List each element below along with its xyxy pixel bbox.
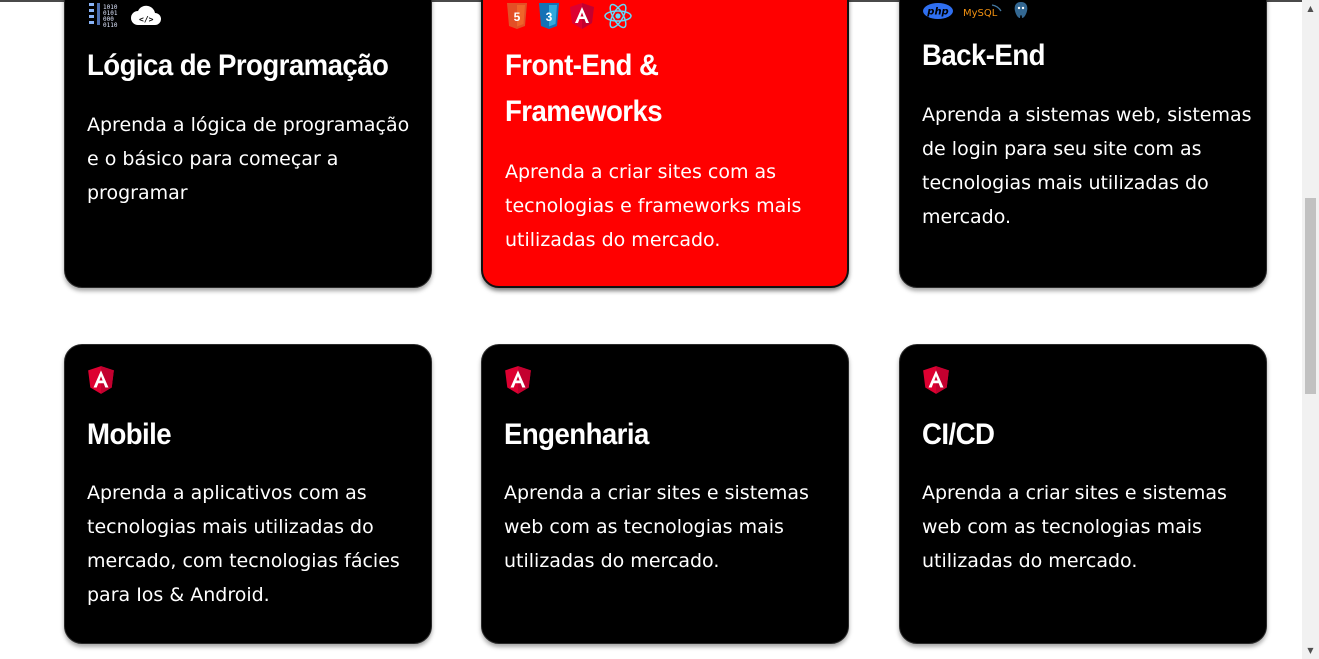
card-icons: php MySQL [922, 1, 1030, 21]
svg-text:000: 000 [103, 16, 114, 23]
card-ci-cd[interactable]: CI/CD Aprenda a criar sites e sistemas w… [899, 344, 1267, 644]
svg-text:0110: 0110 [103, 22, 118, 29]
card-icons [922, 365, 950, 395]
card-description: Aprenda a criar sites com as tecnologias… [505, 161, 802, 251]
card-icons [87, 365, 115, 395]
react-icon [603, 2, 633, 30]
postgresql-icon [1012, 1, 1030, 21]
card-mobile[interactable]: Mobile Aprenda a aplicativos com as tecn… [64, 344, 432, 644]
scroll-up-arrow-icon[interactable]: ▲ [1307, 4, 1314, 13]
card-engenharia[interactable]: Engenharia Aprenda a criar sites e siste… [481, 344, 849, 644]
card-description: Aprenda a criar sites e sistemas web com… [504, 482, 809, 572]
card-icons: 1010 0101 000 0110 </> [87, 1, 163, 31]
svg-text:php: php [926, 7, 948, 18]
scroll-down-arrow-icon[interactable]: ▼ [1307, 646, 1314, 655]
php-icon: php [922, 2, 954, 20]
html5-icon: 5 [505, 2, 529, 30]
svg-text:5: 5 [514, 10, 521, 24]
mysql-icon: MySQL [962, 2, 1004, 20]
card-title: Mobile [87, 418, 172, 451]
angular-icon [504, 365, 532, 395]
card-logica-programacao[interactable]: 1010 0101 000 0110 </> Lógica de Program… [64, 0, 432, 288]
card-back-end[interactable]: php MySQL Back-End Aprenda a sistemas we… [899, 0, 1267, 288]
card-description: Aprenda a sistemas web, sistemas de logi… [922, 104, 1252, 228]
card-description: Aprenda a lógica de programação e o bási… [87, 114, 410, 204]
css3-icon: 3 [537, 2, 561, 30]
card-description: Aprenda a criar sites e sistemas web com… [922, 482, 1227, 572]
svg-text:MySQL: MySQL [963, 8, 998, 19]
svg-text:1010: 1010 [103, 4, 118, 11]
angular-icon [922, 365, 950, 395]
card-title: Lógica de Programação [87, 49, 389, 82]
card-front-end-frameworks[interactable]: 5 3 [481, 0, 849, 288]
scrollbar-thumb[interactable] [1305, 198, 1316, 394]
svg-text:</>: </> [139, 15, 154, 24]
binary-code-icon: 1010 0101 000 0110 [87, 1, 121, 31]
card-title: Back-End [922, 39, 1045, 72]
card-title: Engenharia [504, 418, 649, 451]
card-icons [504, 365, 532, 395]
vertical-scrollbar[interactable]: ▲ ▼ [1302, 0, 1319, 659]
angular-icon [87, 365, 115, 395]
card-description: Aprenda a aplicativos com as tecnologias… [87, 482, 400, 606]
cloud-code-icon: </> [129, 3, 163, 29]
svg-text:3: 3 [546, 10, 553, 24]
svg-text:0101: 0101 [103, 10, 118, 17]
card-icons: 5 3 [505, 2, 633, 30]
angular-icon [569, 2, 595, 30]
card-title: Front-End & Frameworks [505, 49, 663, 128]
card-title: CI/CD [922, 418, 995, 451]
